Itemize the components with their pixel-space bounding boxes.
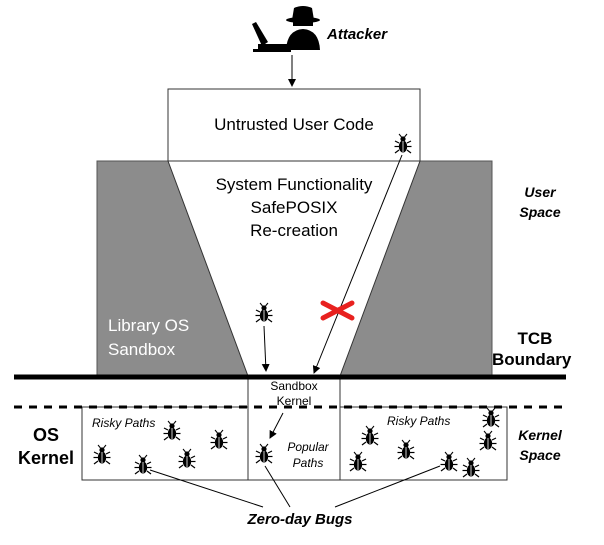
pointer-line-left xyxy=(149,469,264,508)
safeposix-label: SafePOSIX xyxy=(250,198,338,217)
sandbox-kernel-label-line1: Sandbox xyxy=(270,379,318,393)
attacker-label: Attacker xyxy=(327,26,388,43)
kernel-space-label-line1: Kernel xyxy=(518,427,562,443)
system-functionality-label: System Functionality xyxy=(215,175,373,194)
sandbox-kernel-arrow xyxy=(269,412,284,439)
untrusted-user-code-label: Untrusted User Code xyxy=(214,115,374,134)
bypass-attack-arrow xyxy=(312,154,403,374)
sandbox-kernel-box xyxy=(247,377,341,481)
blocked-x-icon xyxy=(320,300,355,321)
sandbox-kernel-label-line2: Kernel xyxy=(276,394,312,408)
untrusted-user-code-box xyxy=(167,88,421,162)
boundary-label: Boundary xyxy=(492,350,572,369)
user-space-label-line2: Space xyxy=(519,204,561,220)
bug-to-sandbox-arrow xyxy=(261,325,270,372)
popular-paths-label-line1: Popular xyxy=(287,440,329,454)
os-kernel-label-line1: OS xyxy=(32,425,59,445)
popular-paths-label-line2: Paths xyxy=(292,456,324,470)
hacker-icon xyxy=(252,6,320,52)
user-space-label-line1: User xyxy=(524,184,556,200)
os-kernel-label-line2: Kernel xyxy=(17,448,75,468)
risky-paths-left-label: Risky Paths xyxy=(92,416,156,430)
tcb-label: TCB xyxy=(517,329,553,348)
library-os-label: Library OS xyxy=(108,316,190,335)
kernel-space-label-line2: Space xyxy=(519,447,561,463)
pointer-line-middle xyxy=(264,465,291,508)
re-creation-label: Re-creation xyxy=(250,221,338,240)
zero-day-bugs-caption: Zero-day Bugs xyxy=(247,511,353,528)
risky-paths-right-label: Risky Paths xyxy=(387,414,451,428)
pointer-line-right xyxy=(334,465,441,508)
sandbox-label: Sandbox xyxy=(108,340,176,359)
